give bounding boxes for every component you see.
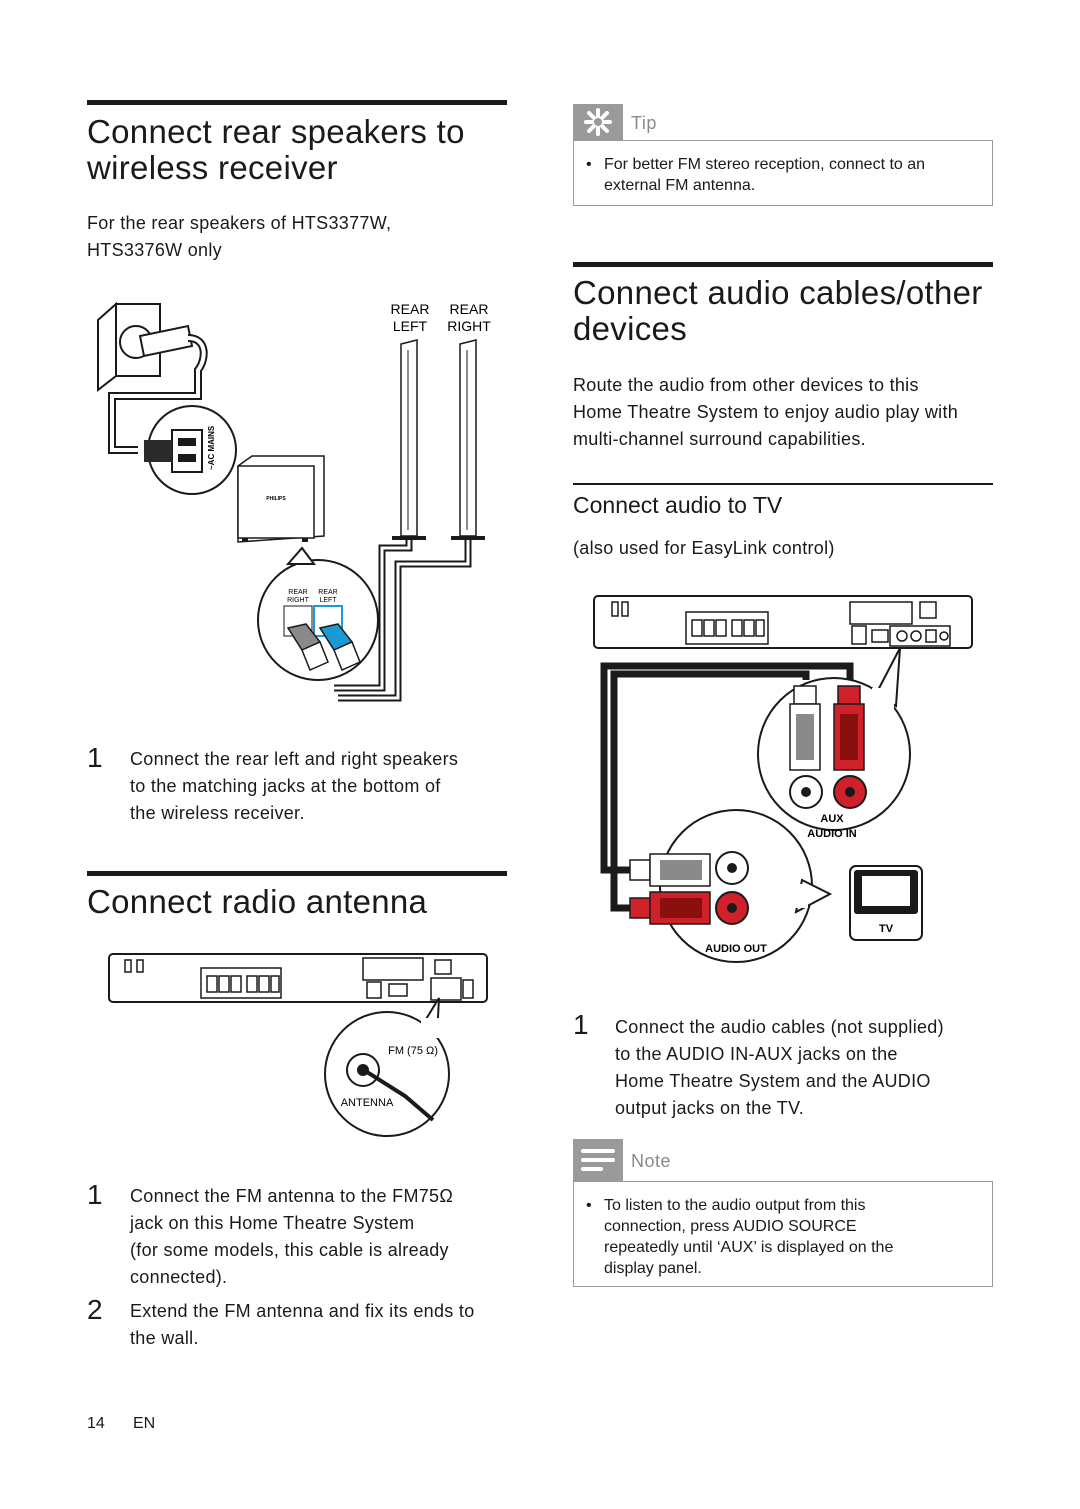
section-title-radio-antenna: Connect radio antenna [87,883,428,920]
intro-line: multi-channel surround capabilities. [573,429,866,449]
step-line: Connect the rear left and right speakers [130,749,459,769]
rear-left-speaker-icon [392,339,426,540]
antenna-diagram: FM (75 Ω) ANTENNA [108,953,488,1137]
rear-speakers-step-1: Connect the rear left and right speakers… [130,746,510,827]
rear-right-speaker-icon [451,339,485,540]
speaker-label-rear-left-2: LEFT [393,318,428,334]
aux-red-plug-icon [833,685,867,809]
note-item: To listen to the audio output from this … [574,1195,982,1279]
tip-item: For better FM stereo reception, connect … [574,154,982,196]
tv-label: TV [879,923,894,935]
subsection-title-audio-to-tv: Connect audio to TV [573,492,783,518]
intro-line: Route the audio from other devices to th… [573,375,919,395]
step-number: 1 [87,742,103,773]
wireless-receiver-icon: PHILIPS [237,455,325,543]
mains-label: ~AC MAINS [207,425,216,470]
aux-white-plug-icon [789,685,823,809]
home-theatre-unit-icon [108,953,488,1003]
jack-label-rear-right-2: RIGHT [287,597,310,604]
step-line: the wireless receiver. [130,803,305,823]
antenna-step-2: Extend the FM antenna and fix its ends t… [130,1298,515,1352]
tip-star-icon [584,108,612,136]
jack-label-rear-right-1: REAR [288,589,307,596]
language-code: EN [133,1415,156,1432]
tip-label: Tip [631,113,657,133]
intro-line: Home Theatre System to enjoy audio play … [573,402,959,422]
note-line: display panel. [604,1260,702,1277]
note-line: To listen to the audio output from this [604,1197,866,1214]
section-rule-radio-antenna [87,871,507,876]
tv-white-plug-icon [629,851,749,887]
antenna-jack-label: ANTENNA [341,1097,394,1109]
tip-icon-box [573,104,623,140]
tv-icon: TV [849,865,923,941]
aux-label: AUX [820,813,844,825]
step-line: to the matching jacks at the bottom of [130,776,441,796]
wall-socket-icon [97,301,194,393]
home-theatre-unit-icon [593,595,973,649]
section-rule-rear-speakers [87,100,507,105]
title-line: Connect rear speakers to [87,113,465,150]
intro-line: HTS3376W only [87,240,222,260]
note-icon-box [573,1139,623,1181]
tip-line: For better FM stereo reception, connect … [604,156,926,173]
receiver-brand: PHILIPS [266,496,286,502]
note-label: Note [631,1151,672,1171]
fm-jack-label: FM (75 Ω) [388,1045,438,1057]
step-number: 2 [87,1294,103,1325]
note-line: repeatedly until ‘AUX’ is displayed on t… [604,1239,894,1256]
step-line: connected). [130,1267,228,1287]
rear-speakers-intro: For the rear speakers of HTS3377W, HTS33… [87,210,507,264]
audio-tv-step-1: Connect the audio cables (not supplied) … [615,1014,995,1122]
title-line: Connect audio cables/other [573,274,983,311]
aux-audio-in-label: AUDIO IN [807,828,857,840]
page-number: 14 [87,1415,105,1432]
note-box: To listen to the audio output from this … [573,1181,993,1287]
jack-label-rear-left-2: LEFT [319,597,337,604]
title-line: devices [573,310,687,347]
rear-speakers-diagram: ~AC MAINS PHILIPS REAR LEFT REAR RIGHT R… [97,301,491,702]
note-line: connection, press AUDIO SOURCE [604,1218,857,1235]
subsection-rule [573,483,993,485]
title-line: wireless receiver [87,149,338,186]
section-rule-audio-cables [573,262,993,267]
step-number: 1 [573,1009,589,1040]
section-title-rear-speakers: Connect rear speakers to wireless receiv… [87,114,507,186]
tip-box: For better FM stereo reception, connect … [573,140,993,206]
step-line: Connect the audio cables (not supplied) [615,1017,944,1037]
speaker-label-rear-right-1: REAR [450,301,489,317]
audio-out-label: AUDIO OUT [705,943,767,955]
step-line: Connect the FM antenna to the FM75Ω [130,1186,454,1206]
step-line: (for some models, this cable is already [130,1240,449,1260]
speaker-label-rear-left-1: REAR [391,301,430,317]
intro-line: For the rear speakers of HTS3377W, [87,213,392,233]
step-line: to the AUDIO IN-AUX jacks on the [615,1044,898,1064]
audio-cables-intro: Route the audio from other devices to th… [573,372,998,453]
note-lines-icon [581,1149,615,1171]
audio-tv-diagram: AUX AUDIO IN AUDIO OUT TV [593,595,973,963]
jack-label-rear-left-1: REAR [318,589,337,596]
step-number: 1 [87,1179,103,1210]
easylink-note: (also used for EasyLink control) [573,538,835,558]
step-line: the wall. [130,1328,199,1348]
step-line: Home Theatre System and the AUDIO [615,1071,931,1091]
antenna-step-1: Connect the FM antenna to the FM75Ω jack… [130,1183,510,1291]
step-line: Extend the FM antenna and fix its ends t… [130,1301,475,1321]
tv-red-plug-icon [629,891,749,925]
speaker-label-rear-right-2: RIGHT [447,318,491,334]
step-line: jack on this Home Theatre System [130,1213,415,1233]
section-title-audio-cables: Connect audio cables/other devices [573,275,993,347]
step-line: output jacks on the TV. [615,1098,805,1118]
tip-line: external FM antenna. [604,177,756,194]
